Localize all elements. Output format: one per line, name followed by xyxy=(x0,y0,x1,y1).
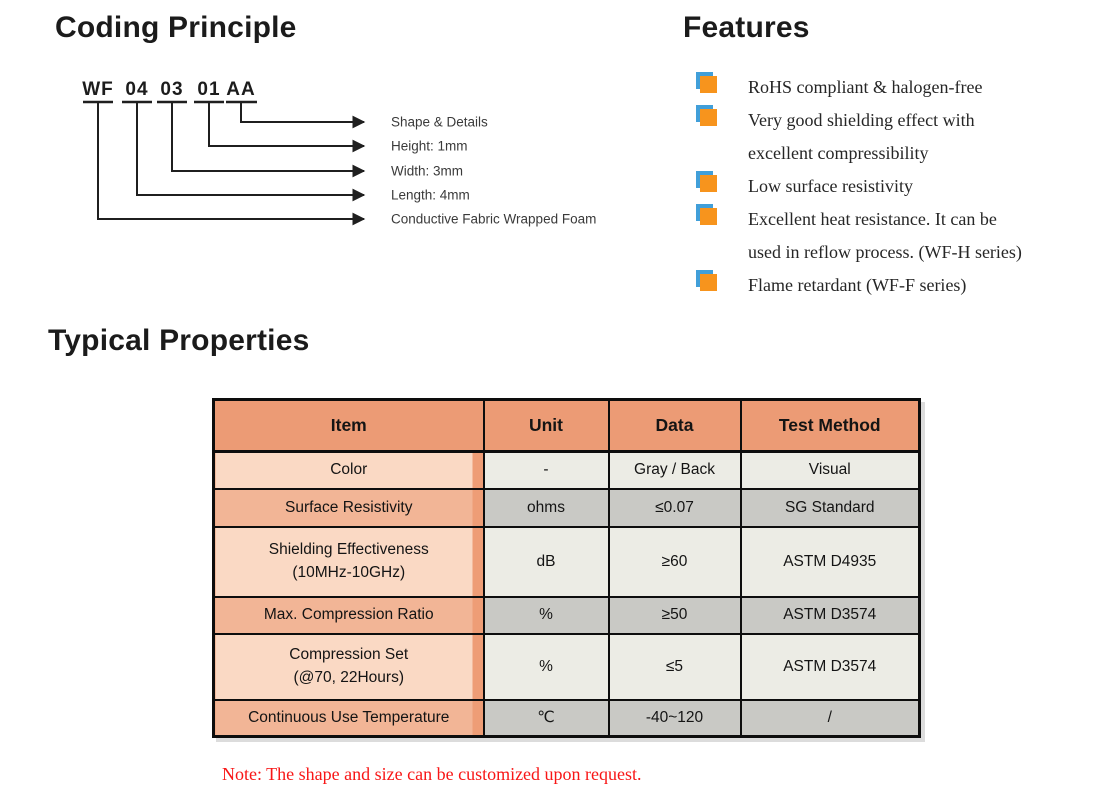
feature-line: Low surface resistivity xyxy=(748,176,913,196)
feature-text: Excellent heat resistance. It can be use… xyxy=(748,203,1022,269)
feature-line: used in reflow process. (WF-H series) xyxy=(748,242,1022,262)
coding-principle-title: Coding Principle xyxy=(55,11,297,44)
feature-text: Flame retardant (WF-F series) xyxy=(748,269,966,302)
cell-data: ≤5 xyxy=(607,632,742,701)
leader-length xyxy=(136,102,366,202)
code-segment-03: 03 xyxy=(160,79,183,100)
feature-line: excellent compressibility xyxy=(748,143,929,163)
cell-unit: % xyxy=(482,632,610,701)
customization-note: Note: The shape and size can be customiz… xyxy=(222,764,642,784)
feature-line: Excellent heat resistance. It can be xyxy=(748,209,997,229)
feature-item: Very good shielding effect with excellen… xyxy=(700,104,1100,170)
cell-line: Shielding Effectiveness xyxy=(268,541,429,559)
label-length: Length: 4mm xyxy=(391,188,470,203)
leader-foam xyxy=(97,102,366,226)
square-bullet-icon xyxy=(700,274,717,291)
square-bullet-icon xyxy=(700,109,717,126)
feature-item: Flame retardant (WF-F series) xyxy=(700,269,1100,302)
table-row: Compression Set (@70, 22Hours) % ≤5 ASTM… xyxy=(212,632,921,701)
cell-test: / xyxy=(739,698,921,738)
code-segment-04: 04 xyxy=(125,79,148,100)
cell-data: ≥60 xyxy=(607,525,742,598)
cell-unit: ℃ xyxy=(482,698,610,738)
cell-line: (10MHz-10GHz) xyxy=(292,563,406,581)
cell-line: Compression Set xyxy=(289,646,409,664)
leader-width xyxy=(171,102,366,178)
cell-data: -40~120 xyxy=(607,698,742,738)
cell-item: Color xyxy=(212,450,485,490)
label-shape-details: Shape & Details xyxy=(391,115,488,130)
header-item: Item xyxy=(212,398,485,453)
table-row: Surface Resistivity ohms ≤0.07 SG Standa… xyxy=(212,487,921,528)
code-segment-wf: WF xyxy=(82,79,114,100)
cell-item: Max. Compression Ratio xyxy=(212,595,485,635)
feature-item: Low surface resistivity xyxy=(700,170,1100,203)
table-header-row: Item Unit Data Test Method xyxy=(212,398,921,453)
feature-line: Very good shielding effect with xyxy=(748,110,975,130)
cell-line: (@70, 22Hours) xyxy=(293,668,405,686)
coding-diagram: WF 04 03 01 AA Shape & Details Height: 1… xyxy=(82,79,596,227)
cell-unit: - xyxy=(482,450,610,490)
header-test-method: Test Method xyxy=(739,398,921,453)
feature-item: Excellent heat resistance. It can be use… xyxy=(700,203,1100,269)
square-bullet-icon xyxy=(700,76,717,93)
cell-data: ≤0.07 xyxy=(607,487,742,528)
cell-item: Compression Set (@70, 22Hours) xyxy=(212,632,485,701)
label-foam: Conductive Fabric Wrapped Foam xyxy=(391,212,596,227)
leader-height xyxy=(208,102,366,153)
square-bullet-icon xyxy=(700,175,717,192)
code-segment-01: 01 xyxy=(197,79,220,100)
feature-text: RoHS compliant & halogen-free xyxy=(748,71,982,104)
table-row: Max. Compression Ratio % ≥50 ASTM D3574 xyxy=(212,595,921,635)
square-bullet-icon xyxy=(700,208,717,225)
feature-text: Low surface resistivity xyxy=(748,170,913,203)
cell-data: ≥50 xyxy=(607,595,742,635)
cell-test: ASTM D3574 xyxy=(739,595,921,635)
cell-unit: dB xyxy=(482,525,610,598)
code-segment-aa: AA xyxy=(226,79,255,100)
feature-item: RoHS compliant & halogen-free xyxy=(700,71,1100,104)
features-title: Features xyxy=(683,11,810,44)
label-width: Width: 3mm xyxy=(391,164,463,179)
cell-unit: ohms xyxy=(482,487,610,528)
label-height: Height: 1mm xyxy=(391,139,468,154)
cell-test: SG Standard xyxy=(739,487,921,528)
feature-line: RoHS compliant & halogen-free xyxy=(748,77,983,97)
leader-shape-details xyxy=(240,102,366,129)
cell-test: ASTM D3574 xyxy=(739,632,921,701)
feature-line: Flame retardant (WF-F series) xyxy=(748,275,967,295)
cell-item: Surface Resistivity xyxy=(212,487,485,528)
cell-item: Shielding Effectiveness (10MHz-10GHz) xyxy=(212,525,485,598)
table-row: Shielding Effectiveness (10MHz-10GHz) dB… xyxy=(212,525,921,598)
typical-properties-table: Item Unit Data Test Method Color - Gray … xyxy=(212,398,921,738)
feature-text: Very good shielding effect with excellen… xyxy=(748,104,975,170)
typical-properties-title: Typical Properties xyxy=(48,324,310,357)
header-data: Data xyxy=(607,398,742,453)
header-unit: Unit xyxy=(482,398,610,453)
table-row: Continuous Use Temperature ℃ -40~120 / xyxy=(212,698,921,738)
features-list: RoHS compliant & halogen-free Very good … xyxy=(700,71,1100,302)
cell-data: Gray / Back xyxy=(607,450,742,490)
cell-unit: % xyxy=(482,595,610,635)
cell-item: Continuous Use Temperature xyxy=(212,698,485,738)
cell-test: ASTM D4935 xyxy=(739,525,921,598)
cell-test: Visual xyxy=(739,450,921,490)
table-row: Color - Gray / Back Visual xyxy=(212,450,921,490)
